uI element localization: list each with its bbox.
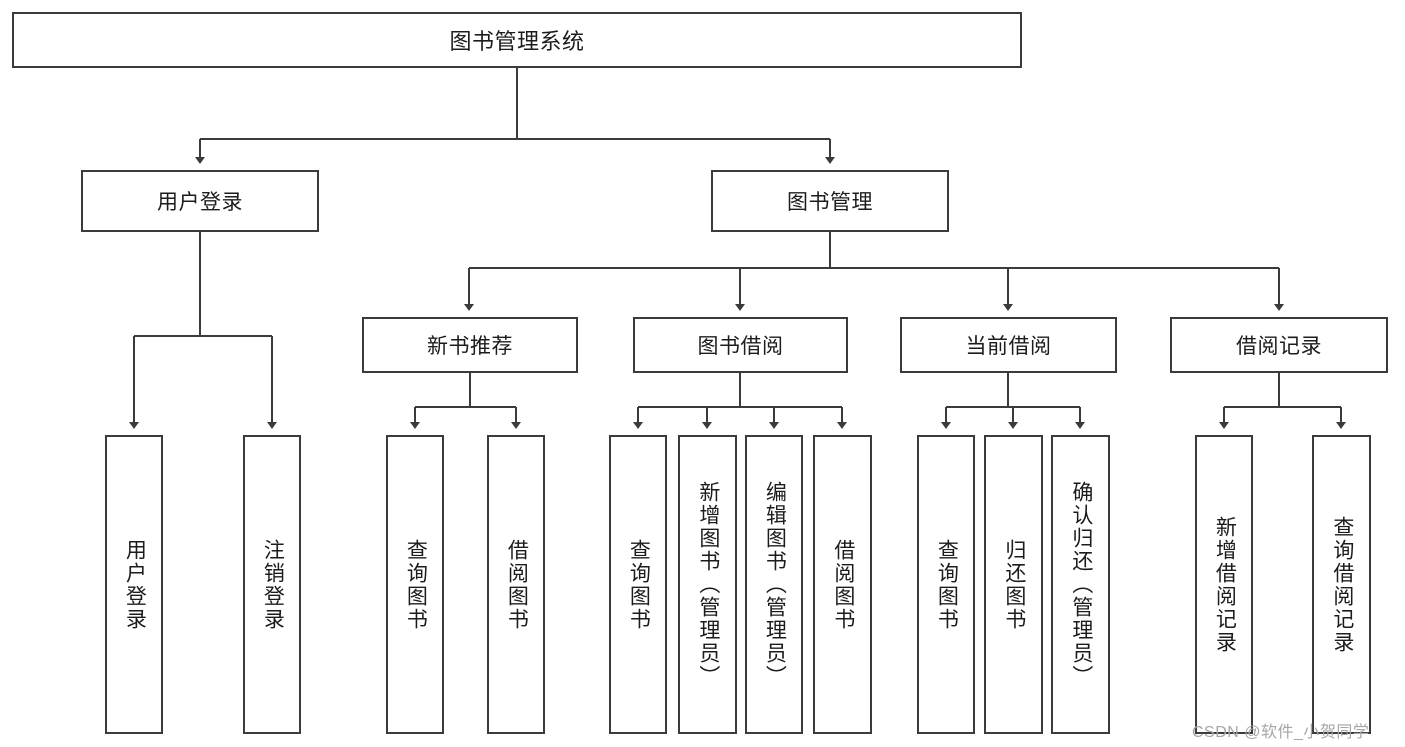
leaf-borrow-book-2[interactable]: 借阅图书 (813, 435, 872, 734)
node-current-borrow[interactable]: 当前借阅 (900, 317, 1117, 373)
watermark-text: CSDN @软件_小贺同学 (1192, 724, 1370, 741)
leaf-edit-book-label: 编辑图书（管理员） (763, 481, 787, 688)
node-current-borrow-label: 当前借阅 (965, 335, 1052, 358)
node-new-book-rec[interactable]: 新书推荐 (362, 317, 578, 373)
leaf-borrow-book-1-label: 借阅图书 (505, 538, 529, 631)
leaf-user-login-label: 用户登录 (123, 538, 147, 631)
leaf-add-book-label: 新增图书（管理员） (696, 481, 720, 688)
leaf-confirm-return[interactable]: 确认归还（管理员） (1051, 435, 1110, 734)
node-book-manage[interactable]: 图书管理 (711, 170, 949, 232)
leaf-query-book-1[interactable]: 查询图书 (386, 435, 444, 734)
leaf-query-record[interactable]: 查询借阅记录 (1312, 435, 1371, 734)
leaf-logout[interactable]: 注销登录 (243, 435, 301, 734)
node-root[interactable]: 图书管理系统 (12, 12, 1022, 68)
node-user-login[interactable]: 用户登录 (81, 170, 319, 232)
leaf-add-record-label: 新增借阅记录 (1213, 515, 1237, 654)
leaf-return-book-label: 归还图书 (1002, 538, 1026, 631)
leaf-query-record-label: 查询借阅记录 (1330, 515, 1354, 654)
node-borrow-record[interactable]: 借阅记录 (1170, 317, 1388, 373)
node-book-borrow[interactable]: 图书借阅 (633, 317, 848, 373)
leaf-edit-book[interactable]: 编辑图书（管理员） (745, 435, 803, 734)
leaf-query-book-3[interactable]: 查询图书 (917, 435, 975, 734)
leaf-query-book-1-label: 查询图书 (404, 538, 428, 631)
leaf-borrow-book-2-label: 借阅图书 (831, 538, 855, 631)
leaf-add-book[interactable]: 新增图书（管理员） (678, 435, 737, 734)
node-root-label: 图书管理系统 (449, 29, 585, 54)
node-user-login-label: 用户登录 (157, 191, 243, 214)
leaf-query-book-3-label: 查询图书 (935, 538, 959, 631)
leaf-return-book[interactable]: 归还图书 (984, 435, 1043, 734)
leaf-query-book-2-label: 查询图书 (627, 538, 651, 631)
leaf-user-login[interactable]: 用户登录 (105, 435, 163, 734)
node-new-book-rec-label: 新书推荐 (427, 335, 513, 358)
node-book-borrow-label: 图书借阅 (697, 335, 784, 358)
leaf-add-record[interactable]: 新增借阅记录 (1195, 435, 1253, 734)
leaf-query-book-2[interactable]: 查询图书 (609, 435, 667, 734)
leaf-logout-label: 注销登录 (261, 538, 285, 631)
node-borrow-record-label: 借阅记录 (1236, 335, 1322, 358)
leaf-borrow-book-1[interactable]: 借阅图书 (487, 435, 545, 734)
leaf-confirm-return-label: 确认归还（管理员） (1069, 481, 1093, 688)
node-book-manage-label: 图书管理 (787, 191, 873, 214)
